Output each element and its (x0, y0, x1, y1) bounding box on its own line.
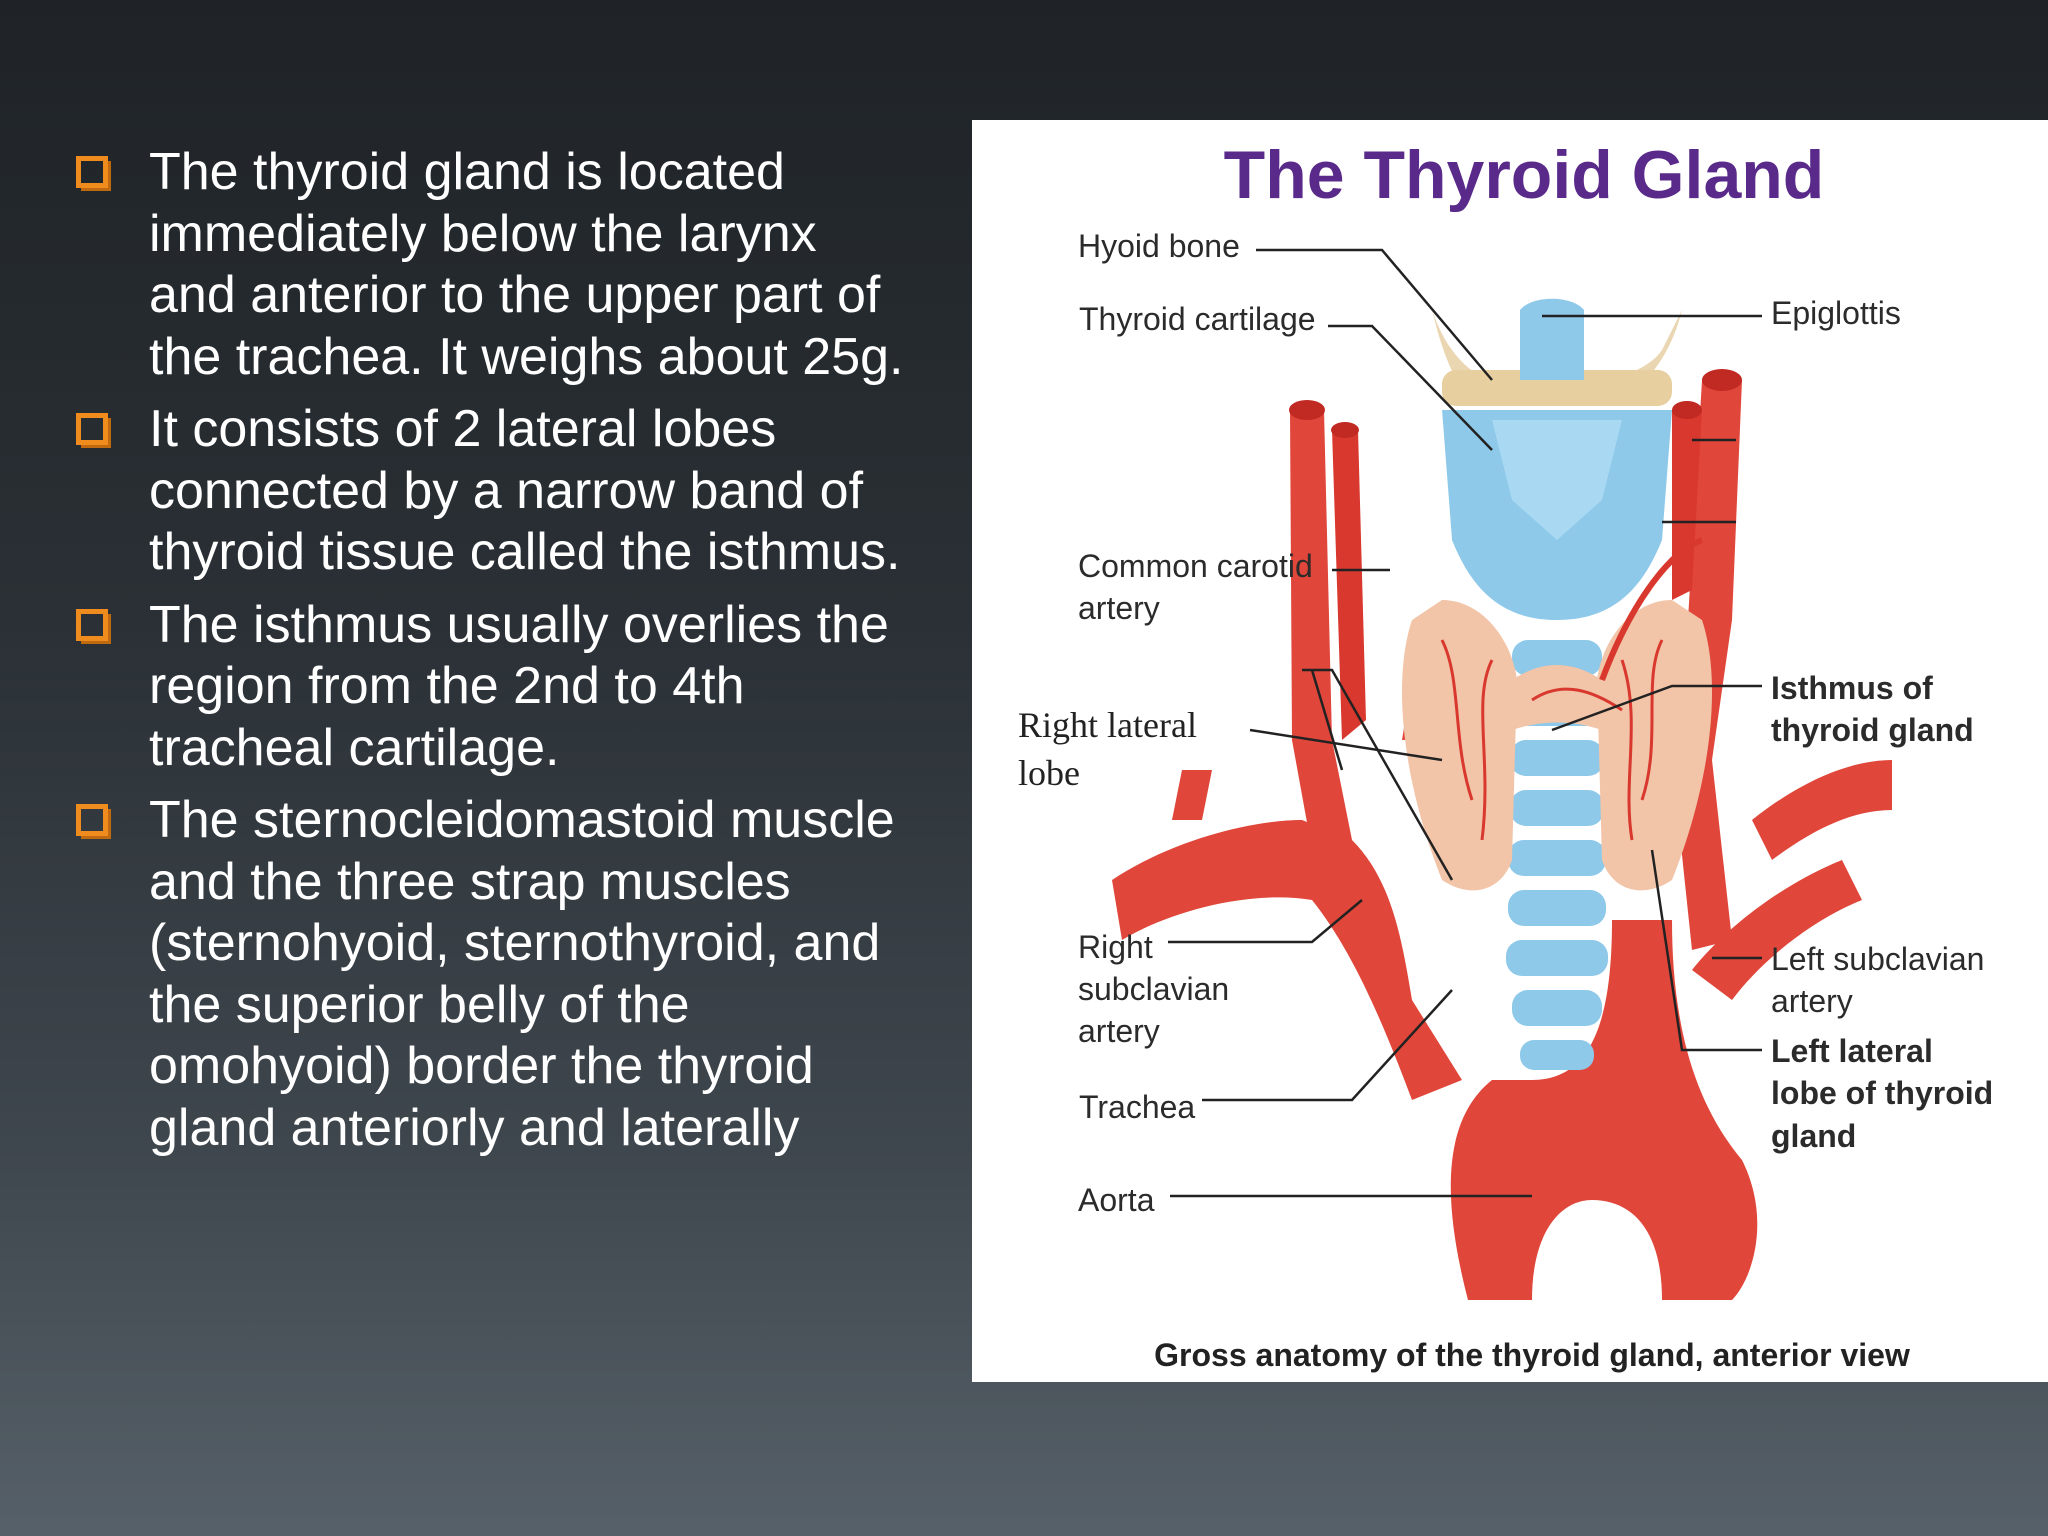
label-left-lateral-lobe-line3: gland (1771, 1118, 1856, 1154)
label-right-subclavian-line1: Right (1078, 929, 1153, 965)
bullet-item: It consists of 2 lateral lobes connected… (76, 399, 916, 584)
bullet-item: The isthmus usually overlies the region … (76, 595, 916, 780)
label-common-carotid-line1: Common carotid (1078, 548, 1313, 584)
bullet-item: The thyroid gland is located immediately… (76, 142, 916, 388)
bullet-text: It consists of 2 lateral lobes connected… (149, 400, 901, 581)
label-hyoid-bone: Hyoid bone (1078, 228, 1240, 264)
label-trachea: Trachea (1079, 1089, 1195, 1125)
bullet-text: The thyroid gland is located immediately… (149, 143, 904, 386)
label-isthmus-line2: thyroid gland (1771, 712, 1974, 748)
checkbox-bullet-icon (76, 413, 108, 445)
checkbox-bullet-icon (76, 156, 108, 188)
checkbox-bullet-icon (76, 804, 108, 836)
label-left-lateral-lobe-line2: lobe of thyroid (1771, 1075, 1993, 1111)
label-aorta: Aorta (1078, 1182, 1155, 1218)
bullet-item: The sternocleidomastoid muscle and the t… (76, 790, 916, 1159)
label-right-lateral-lobe-line1: Right lateral (1018, 705, 1197, 745)
label-right-subclavian-line3: artery (1078, 1013, 1160, 1049)
figure-title: The Thyroid Gland (1224, 137, 1825, 213)
thyroid-gland-illustration (1402, 537, 1712, 891)
label-isthmus-line1: Isthmus of (1771, 670, 1933, 706)
bullet-list: The thyroid gland is located immediately… (76, 142, 916, 1170)
label-right-lateral-lobe-line2: lobe (1018, 753, 1080, 793)
label-epiglottis: Epiglottis (1771, 295, 1901, 331)
anatomy-illustration: The Thyroid Gland (1018, 137, 1993, 1373)
label-left-subclavian-line1: Left subclavian (1771, 941, 1984, 977)
bullet-text: The sternocleidomastoid muscle and the t… (149, 791, 895, 1157)
label-left-subclavian-line2: artery (1771, 983, 1853, 1019)
label-thyroid-cartilage: Thyroid cartilage (1079, 301, 1316, 337)
label-common-carotid-line2: artery (1078, 590, 1160, 626)
larynx-illustration (1422, 298, 1682, 1070)
figure-caption: Gross anatomy of the thyroid gland, ante… (1154, 1337, 1910, 1373)
bullet-text: The isthmus usually overlies the region … (149, 595, 889, 777)
thyroid-anatomy-figure: The Thyroid Gland (972, 120, 2048, 1382)
leader-lines (1168, 248, 1762, 1198)
label-left-lateral-lobe-line1: Left lateral (1771, 1033, 1933, 1069)
label-right-subclavian-line2: subclavian (1078, 971, 1229, 1007)
checkbox-bullet-icon (76, 608, 108, 641)
